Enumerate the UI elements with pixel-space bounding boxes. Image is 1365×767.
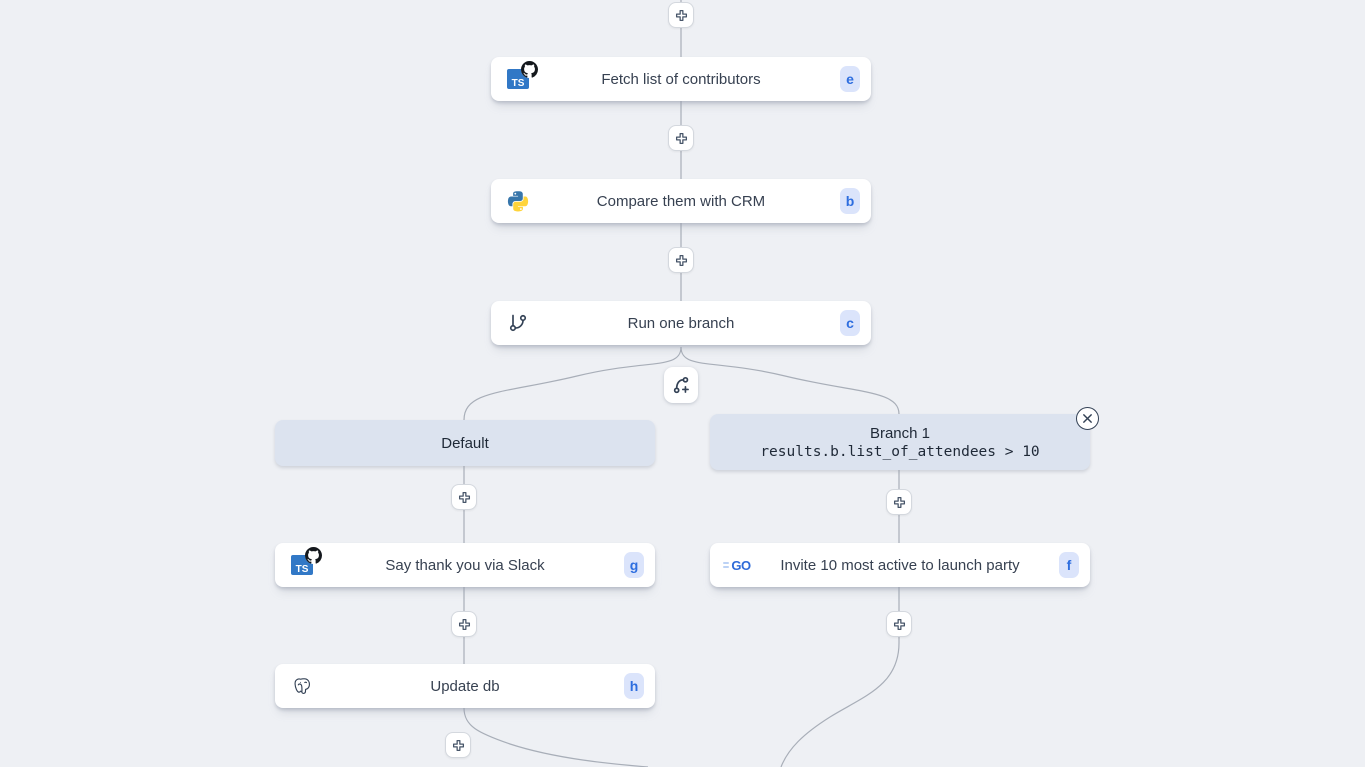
- git-branch-plus-icon: [673, 376, 689, 393]
- step-node-fetch-contributors[interactable]: TS Fetch list of contributors e: [491, 57, 871, 101]
- typescript-icon: TS: [291, 547, 322, 575]
- add-step-button-top[interactable]: [668, 2, 694, 28]
- python-icon: [504, 187, 532, 215]
- go-logo-dashes: [723, 562, 730, 568]
- typescript-logo-text: TS: [511, 78, 525, 89]
- plus-icon: [458, 618, 470, 630]
- plus-icon: [458, 491, 470, 503]
- typescript-github-icon: TS: [504, 61, 538, 93]
- add-step-button-after-h[interactable]: [445, 732, 471, 758]
- branch-label: Branch 1: [869, 424, 931, 442]
- go-icon: GO: [723, 551, 751, 579]
- add-step-button-after-g[interactable]: [451, 611, 477, 637]
- plus-icon: [675, 9, 687, 21]
- plus-icon: [675, 254, 687, 266]
- plus-icon: [452, 739, 464, 751]
- step-node-invite-launch-party[interactable]: GO Invite 10 most active to launch party…: [710, 543, 1090, 587]
- step-node-compare-crm[interactable]: Compare them with CRM b: [491, 179, 871, 223]
- close-icon: [1083, 414, 1092, 423]
- step-id-badge: f: [1059, 552, 1079, 578]
- step-id-badge: g: [624, 552, 644, 578]
- github-icon: [521, 61, 538, 78]
- branch-header-default[interactable]: Default: [275, 420, 655, 466]
- step-id-badge: b: [840, 188, 860, 214]
- add-step-button-branch1[interactable]: [886, 489, 912, 515]
- step-id-badge: h: [624, 673, 644, 699]
- branch-label: Default: [441, 434, 489, 452]
- git-branch-icon: [504, 309, 532, 337]
- add-step-button-after-e[interactable]: [668, 125, 694, 151]
- step-label: Fetch list of contributors: [601, 70, 761, 88]
- step-node-run-one-branch[interactable]: Run one branch c: [491, 301, 871, 345]
- add-step-button-after-f[interactable]: [886, 611, 912, 637]
- typescript-github-icon: TS: [288, 547, 322, 579]
- step-label: Invite 10 most active to launch party: [780, 556, 1020, 574]
- step-label: Run one branch: [627, 314, 735, 332]
- step-node-update-db[interactable]: Update db h: [275, 664, 655, 708]
- add-step-button-default-branch[interactable]: [451, 484, 477, 510]
- plus-icon: [893, 618, 905, 630]
- add-branch-button[interactable]: [664, 367, 698, 403]
- github-icon: [305, 547, 322, 564]
- plus-icon: [675, 132, 687, 144]
- go-logo-text: GO: [731, 557, 751, 573]
- step-id-badge: e: [840, 66, 860, 92]
- step-label: Say thank you via Slack: [385, 556, 545, 574]
- step-node-slack-thanks[interactable]: TS Say thank you via Slack g: [275, 543, 655, 587]
- postgresql-icon: [288, 672, 316, 700]
- branch-condition: results.b.list_of_attendees > 10: [760, 443, 1040, 460]
- step-label: Update db: [430, 677, 500, 695]
- step-label: Compare them with CRM: [596, 192, 766, 210]
- typescript-logo-text: TS: [295, 564, 309, 575]
- typescript-icon: TS: [507, 61, 538, 89]
- branch-header-branch1[interactable]: Branch 1 results.b.list_of_attendees > 1…: [710, 414, 1090, 470]
- add-step-button-after-b[interactable]: [668, 247, 694, 273]
- remove-branch-button[interactable]: [1076, 407, 1099, 430]
- step-id-badge: c: [840, 310, 860, 336]
- plus-icon: [893, 496, 905, 508]
